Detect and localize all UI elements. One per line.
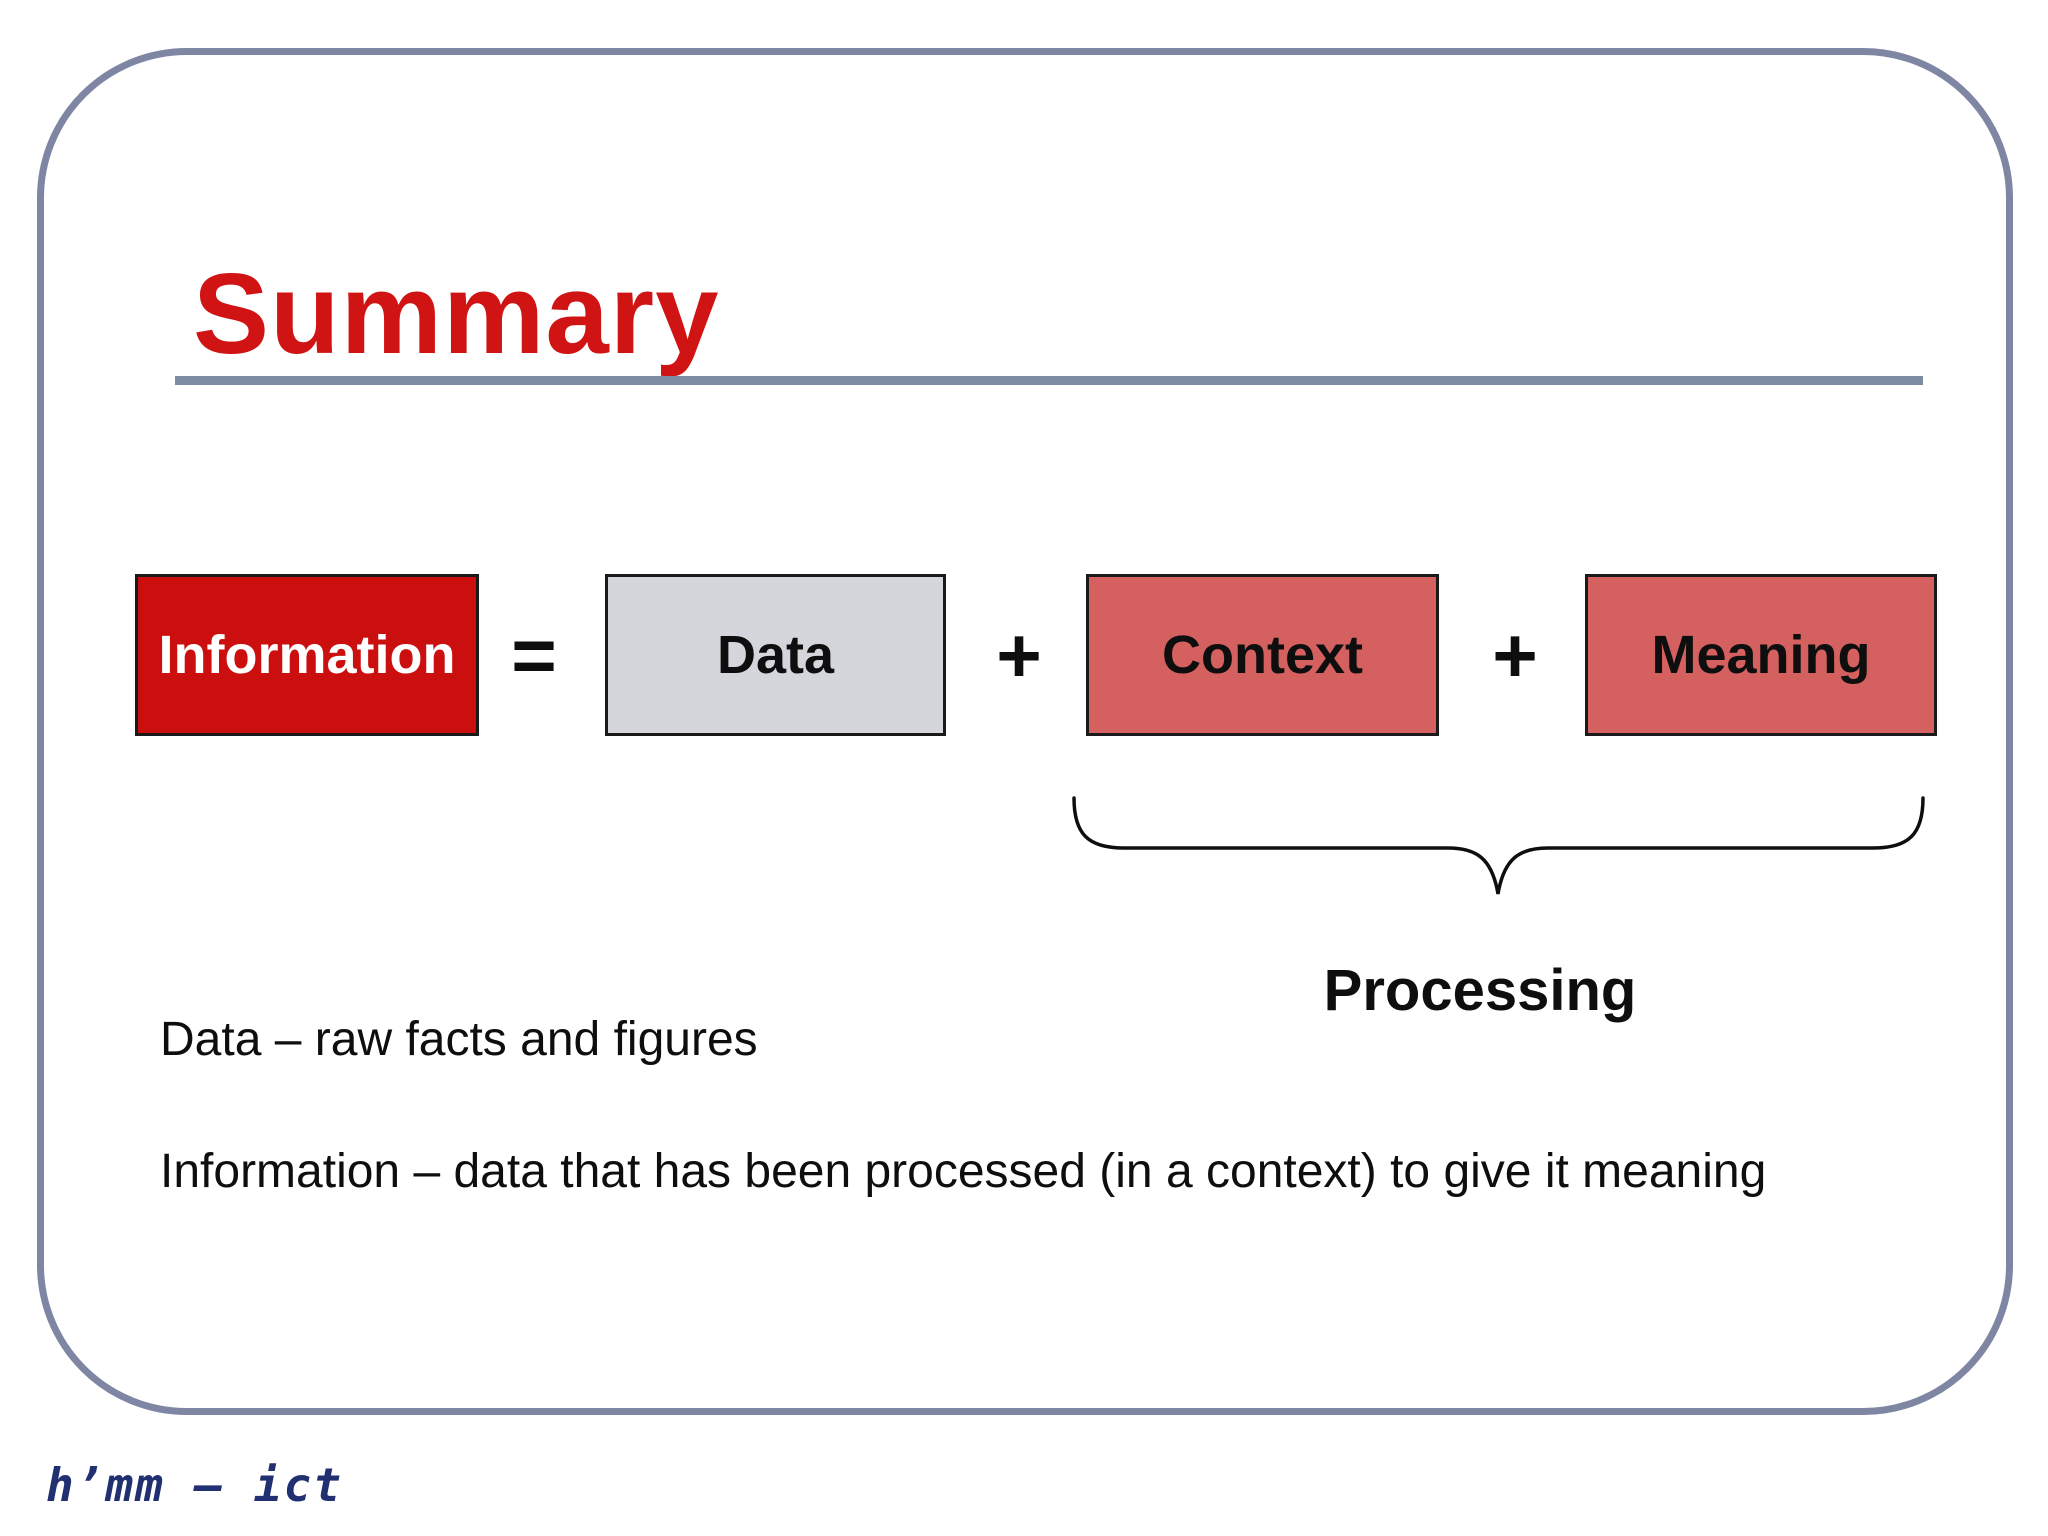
information-definition-text: Information – data that has been process…: [160, 1145, 1767, 1198]
processing-label: Processing: [1323, 958, 1637, 1023]
curly-brace-icon: [1072, 796, 1925, 895]
plus-operator-2: +: [1492, 610, 1538, 699]
slide-title: Summary: [193, 251, 720, 378]
watermark-signature: h’mm – ict: [46, 1458, 343, 1512]
plus-operator-1: +: [996, 610, 1042, 699]
context-box: Context: [1086, 574, 1439, 736]
equals-operator: =: [511, 610, 557, 699]
meaning-box: Meaning: [1585, 574, 1937, 736]
title-underline: [175, 376, 1923, 385]
information-box: Information: [135, 574, 479, 736]
data-box: Data: [605, 574, 946, 736]
data-definition-text: Data – raw facts and figures: [160, 1013, 758, 1066]
